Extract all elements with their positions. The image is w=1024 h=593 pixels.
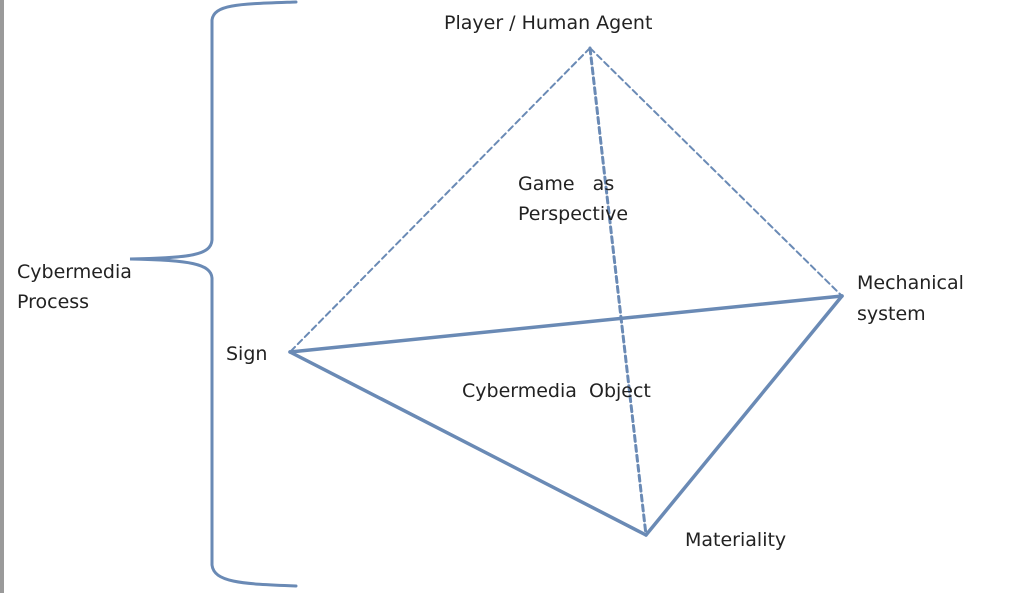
- label-game-line1: Game as: [518, 173, 615, 195]
- edge-mechanical-materiality: [644, 294, 844, 537]
- cybermedia-process-brace: [129, 0, 298, 588]
- label-process-line2: Process: [17, 291, 90, 313]
- label-game-line2: Perspective: [518, 203, 629, 225]
- label-player: Player / Human Agent: [444, 12, 653, 34]
- label-object: Cybermedia Object: [462, 380, 651, 402]
- edge-sign-mechanical: [288, 294, 844, 354]
- label-materiality: Materiality: [685, 529, 787, 551]
- edge-player-materiality: [588, 46, 648, 537]
- label-mechanical-line2: system: [857, 303, 926, 325]
- edge-player-sign: [289, 47, 591, 353]
- edge-sign-materiality: [288, 350, 648, 537]
- label-sign: Sign: [226, 343, 268, 365]
- edge-player-mechanical: [589, 47, 843, 297]
- label-mechanical-line1: Mechanical: [857, 272, 964, 294]
- label-process-line1: Cybermedia: [17, 261, 132, 283]
- left-border: [0, 0, 4, 593]
